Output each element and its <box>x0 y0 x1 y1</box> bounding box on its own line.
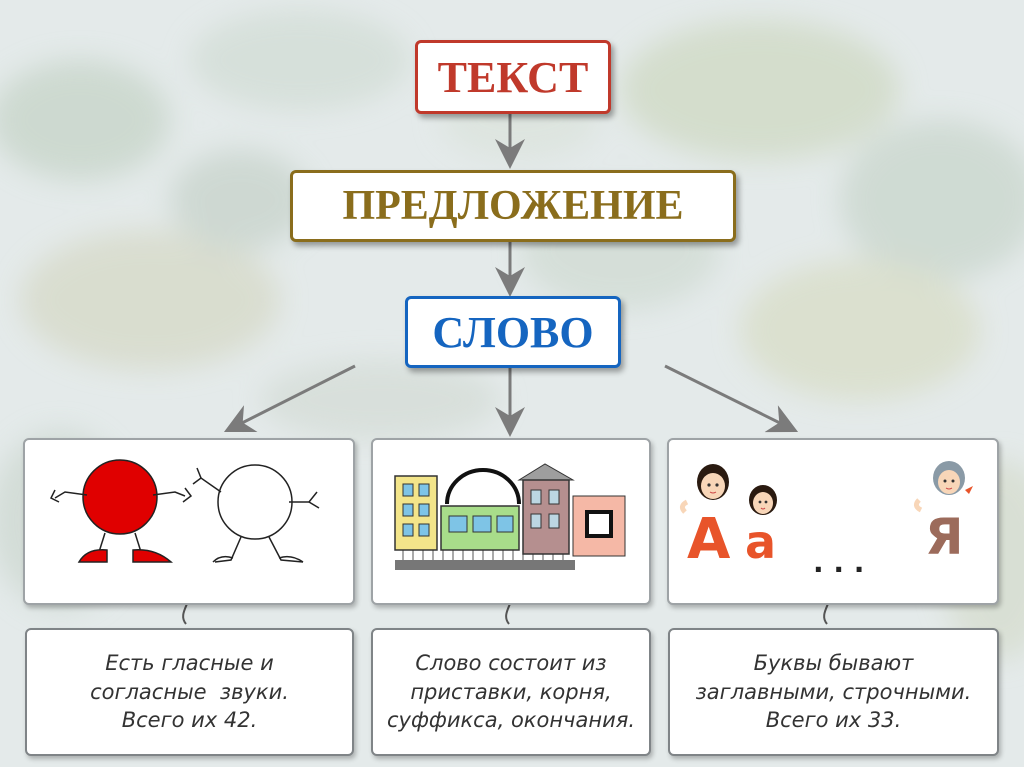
picture-letters: А а . . . Я <box>667 438 999 605</box>
note-letters-line-2: заглавными, строчными. <box>695 679 972 704</box>
consonant-figure <box>192 464 320 563</box>
note-parts-line-2: приставки, корня, <box>410 679 612 704</box>
root-building <box>440 468 521 551</box>
node-text: ТЕКСТ <box>415 40 611 114</box>
note-sounds-line-1: Есть гласные и <box>105 651 274 676</box>
note-sounds-line-3: Всего их 42. <box>121 708 258 733</box>
note-word-parts: Слово состоит из приставки, корня, суффи… <box>371 628 651 756</box>
note-letters-line-3: Всего их 33. <box>765 708 902 733</box>
prefix-building <box>394 475 438 551</box>
letter-ya: Я <box>925 508 964 566</box>
letter-a-upper: А <box>687 507 731 572</box>
girl-figure-3: Я <box>913 461 973 566</box>
vowel-figure <box>49 459 193 563</box>
ending-building <box>572 495 626 557</box>
node-sentence-label: ПРЕДЛОЖЕНИЕ <box>342 183 684 229</box>
girl-figure-1: А <box>679 464 731 572</box>
picture-word-parts <box>371 438 651 605</box>
picture-sounds <box>23 438 355 605</box>
note-sounds: Есть гласные и согласные звуки. Всего их… <box>25 628 354 756</box>
girl-figure-2: а <box>745 485 777 569</box>
note-letters: Буквы бывают заглавными, строчными. Всег… <box>668 628 999 756</box>
houses-illustration <box>394 463 626 570</box>
letter-a-lower: а <box>745 515 776 569</box>
letters-ellipsis: . . . <box>813 546 864 579</box>
node-word-label: СЛОВО <box>432 307 594 357</box>
node-word: СЛОВО <box>405 296 621 368</box>
node-text-label: ТЕКСТ <box>437 52 589 102</box>
note-parts-line-3: суффикса, окончания. <box>386 708 636 733</box>
sound-figures-illustration <box>49 459 320 563</box>
note-sounds-line-2: согласные звуки. <box>90 679 289 704</box>
letters-illustration: А а . . . Я <box>679 461 973 579</box>
note-letters-line-1: Буквы бывают <box>753 651 914 676</box>
arrow-word-sounds <box>223 364 356 433</box>
arrow-word-letters <box>664 364 799 433</box>
suffix-building <box>517 463 575 555</box>
note-parts-line-1: Слово состоит из <box>415 651 607 676</box>
node-sentence: ПРЕДЛОЖЕНИЕ <box>290 170 736 242</box>
